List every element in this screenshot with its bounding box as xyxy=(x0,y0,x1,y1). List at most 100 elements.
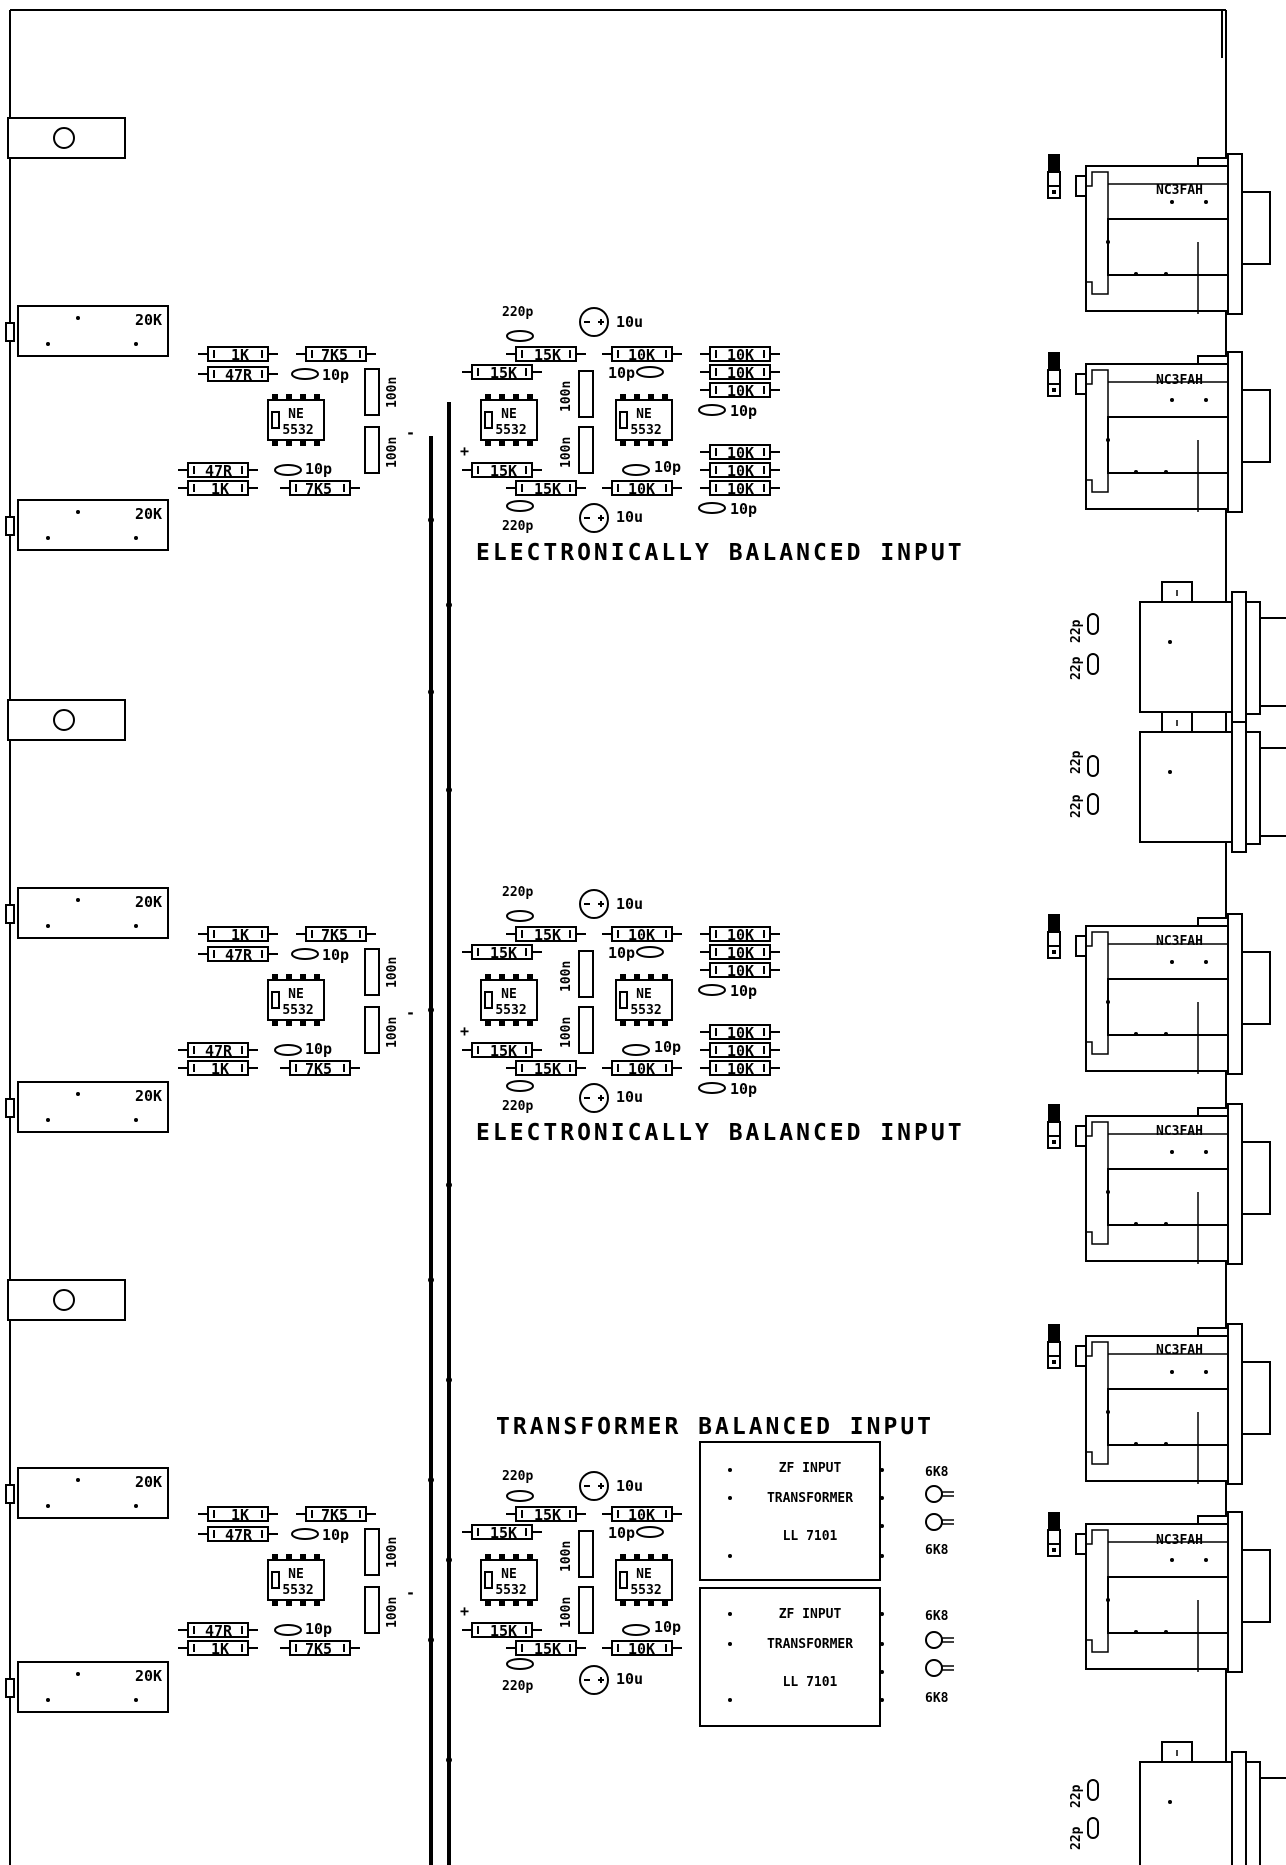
svg-text:5532: 5532 xyxy=(495,423,526,438)
svg-text:10p: 10p xyxy=(608,1524,635,1542)
svg-text:5532: 5532 xyxy=(282,423,313,438)
knob-bracket xyxy=(7,699,126,741)
svg-text:1K: 1K xyxy=(211,1060,229,1078)
svg-text:10K: 10K xyxy=(628,926,655,944)
svg-text:-: - xyxy=(406,424,415,442)
svg-text:15K: 15K xyxy=(490,1042,517,1060)
section-title-eb-2: ELECTRONICALLY BALANCED INPUT xyxy=(476,1120,965,1146)
svg-text:-: - xyxy=(406,1584,415,1602)
svg-text:ZF INPUT: ZF INPUT xyxy=(779,1607,842,1622)
svg-text:10K: 10K xyxy=(727,382,754,400)
svg-text:100n: 100n xyxy=(559,1017,574,1048)
pot-footprint: 20K xyxy=(5,499,169,551)
svg-text:22p: 22p xyxy=(1069,794,1084,818)
svg-text:10p: 10p xyxy=(322,946,349,964)
svg-text:10u: 10u xyxy=(616,1088,643,1106)
svg-text:20K: 20K xyxy=(135,1087,162,1105)
svg-text:47R: 47R xyxy=(205,1042,233,1060)
svg-text:1K: 1K xyxy=(231,926,249,944)
pot-footprint: 20K xyxy=(5,1081,169,1133)
svg-text:7K5: 7K5 xyxy=(321,926,348,944)
svg-text:-: - xyxy=(406,1004,415,1022)
svg-text:20K: 20K xyxy=(135,1473,162,1491)
svg-text:10u: 10u xyxy=(616,895,643,913)
svg-text:NC3FAH: NC3FAH xyxy=(1156,1124,1203,1139)
svg-text:10K: 10K xyxy=(628,1640,655,1658)
svg-text:5532: 5532 xyxy=(495,1003,526,1018)
pot-footprint: 20K xyxy=(5,305,169,357)
svg-text:NE: NE xyxy=(636,407,652,422)
svg-text:NC3FAH: NC3FAH xyxy=(1156,373,1203,388)
svg-text:NE: NE xyxy=(288,987,304,1002)
svg-text:10p: 10p xyxy=(305,1620,332,1638)
svg-text:10K: 10K xyxy=(628,346,655,364)
svg-text:15K: 15K xyxy=(534,926,561,944)
svg-text:15K: 15K xyxy=(490,1622,517,1640)
svg-text:100n: 100n xyxy=(559,961,574,992)
svg-text:20K: 20K xyxy=(135,893,162,911)
svg-text:10p: 10p xyxy=(305,1040,332,1058)
svg-text:10K: 10K xyxy=(727,364,754,382)
svg-text:220p: 220p xyxy=(502,1679,533,1694)
svg-text:TRANSFORMER: TRANSFORMER xyxy=(767,1491,853,1506)
svg-text:15K: 15K xyxy=(490,944,517,962)
input-transformer: ZF INPUT TRANSFORMER LL 7101 xyxy=(699,1441,884,1581)
svg-text:10K: 10K xyxy=(727,462,754,480)
balanced-input-ch2: 220p 10u 15K 10K 15K 10p 10K 10K 10K 10p… xyxy=(460,885,781,1114)
svg-text:6K8: 6K8 xyxy=(925,1465,949,1480)
svg-text:7K5: 7K5 xyxy=(305,1640,332,1658)
svg-text:6K8: 6K8 xyxy=(925,1543,949,1558)
svg-text:10p: 10p xyxy=(654,458,681,476)
svg-text:220p: 220p xyxy=(502,305,533,320)
svg-text:10K: 10K xyxy=(628,480,655,498)
svg-text:220p: 220p xyxy=(502,885,533,900)
svg-text:20K: 20K xyxy=(135,311,162,329)
svg-text:6K8: 6K8 xyxy=(925,1691,949,1706)
svg-text:10K: 10K xyxy=(727,1060,754,1078)
svg-text:100n: 100n xyxy=(385,437,400,468)
svg-text:NC3FAH: NC3FAH xyxy=(1156,1533,1203,1548)
svg-text:22p: 22p xyxy=(1069,656,1084,680)
svg-text:10p: 10p xyxy=(608,364,635,382)
svg-text:10K: 10K xyxy=(727,1024,754,1042)
svg-text:+: + xyxy=(460,442,469,460)
pot-footprint: 20K xyxy=(5,887,169,939)
svg-text:10u: 10u xyxy=(616,313,643,331)
knob-bracket xyxy=(7,1279,126,1321)
power-rails xyxy=(428,402,452,1865)
svg-text:NE: NE xyxy=(636,987,652,1002)
svg-text:NC3FAH: NC3FAH xyxy=(1156,183,1203,198)
svg-text:7K5: 7K5 xyxy=(305,1060,332,1078)
output-stage-ch3: 1K 47R 7K5 10p NE 5532 100n 100n - 47R 1… xyxy=(177,1506,415,1658)
svg-text:220p: 220p xyxy=(502,1099,533,1114)
xlr-connector: NC3FAH xyxy=(1047,1511,1271,1673)
svg-text:5532: 5532 xyxy=(630,1583,661,1598)
svg-text:22p: 22p xyxy=(1069,1826,1084,1850)
svg-text:1K: 1K xyxy=(231,1506,249,1524)
svg-text:15K: 15K xyxy=(490,462,517,480)
svg-text:LL 7101: LL 7101 xyxy=(783,1529,838,1544)
svg-text:10p: 10p xyxy=(305,460,332,478)
svg-text:15K: 15K xyxy=(534,480,561,498)
svg-text:10K: 10K xyxy=(628,1060,655,1078)
svg-text:LL 7101: LL 7101 xyxy=(783,1675,838,1690)
svg-text:10p: 10p xyxy=(654,1038,681,1056)
svg-text:10K: 10K xyxy=(727,444,754,462)
output-stage-ch2: 1K 47R 7K5 10p NE 5532 100n 100n - 47R 1… xyxy=(177,926,415,1078)
section-title-tb: TRANSFORMER BALANCED INPUT xyxy=(496,1414,934,1440)
xlr-connector: NC3FAH xyxy=(1047,351,1271,513)
svg-text:10p: 10p xyxy=(730,402,757,420)
svg-text:6K8: 6K8 xyxy=(925,1609,949,1624)
svg-text:10K: 10K xyxy=(727,926,754,944)
svg-text:1K: 1K xyxy=(231,346,249,364)
xlr-connector: NC3FAH xyxy=(1047,1103,1271,1265)
pot-footprint: 20K xyxy=(5,1661,169,1713)
svg-text:100n: 100n xyxy=(385,1017,400,1048)
svg-text:10p: 10p xyxy=(654,1618,681,1636)
xlr-connector: NC3FAH xyxy=(1047,913,1271,1075)
svg-text:5532: 5532 xyxy=(630,1003,661,1018)
svg-text:10K: 10K xyxy=(727,944,754,962)
knob-bracket xyxy=(7,117,126,159)
output-stage-ch1: 1K 47R 7K5 10p NE 5532 100n 100n - 47R 1… xyxy=(177,346,415,498)
